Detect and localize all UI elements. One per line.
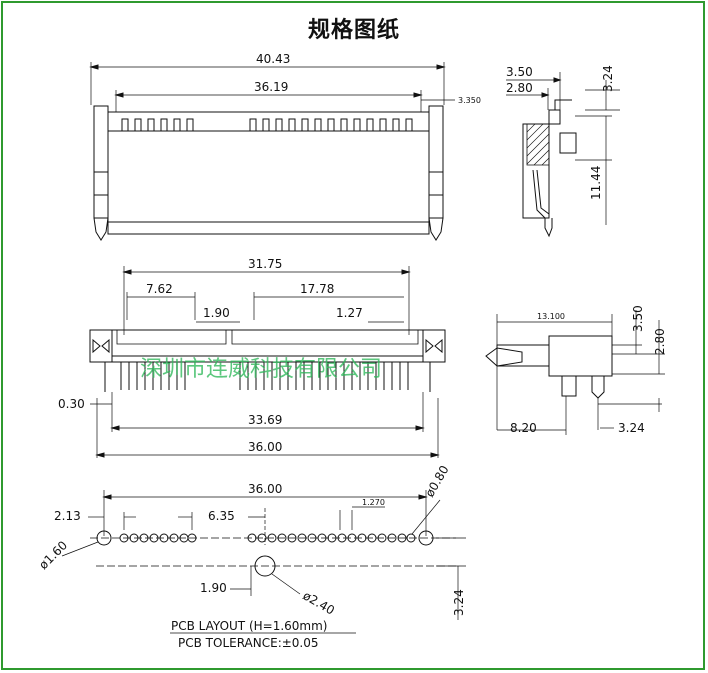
dim-36-00-a: 36.00 — [248, 440, 282, 454]
dim-0-30: 0.30 — [58, 397, 85, 411]
dim-1-270: 1.270 — [362, 498, 385, 507]
drawing-title: 规格图纸 — [307, 18, 400, 43]
company-watermark: 深圳市连威科技有限公司 — [140, 357, 382, 382]
dim-40-43: 40.43 — [256, 52, 290, 66]
dim-36-00-b: 36.00 — [248, 482, 282, 496]
dim-8-20: 8.20 — [510, 421, 537, 435]
dim-36-19: 36.19 — [254, 80, 288, 94]
dim-phi-0-80: ø0.80 — [422, 463, 451, 499]
pcb-layout-note: PCB LAYOUT (H=1.60mm) — [171, 619, 328, 633]
dim-17-78: 17.78 — [300, 282, 334, 296]
pcb-layout: 36.00 2.13 6.35 1.270 ø0.80 — [36, 463, 466, 650]
bottom-view: 31.75 7.62 17.78 1.90 1.27 — [58, 257, 446, 458]
front-view: 40.43 36.19 3.350 — [89, 52, 481, 241]
dim-3-50-a: 3.50 — [506, 65, 533, 79]
dim-1-90-pcb: 1.90 — [200, 581, 227, 595]
dim-3-350: 3.350 — [458, 96, 481, 105]
dim-2-80-a: 2.80 — [506, 81, 533, 95]
dim-3-24-pcb: 3.24 — [452, 589, 466, 616]
dim-13-100: 13.100 — [537, 312, 565, 321]
dim-7-62: 7.62 — [146, 282, 173, 296]
dim-2-13: 2.13 — [54, 509, 81, 523]
dim-2-80-b: 2.80 — [653, 328, 667, 355]
pcb-tolerance-note: PCB TOLERANCE:±0.05 — [178, 636, 319, 650]
dim-6-35: 6.35 — [208, 509, 235, 523]
dim-3-50-b: 3.50 — [631, 305, 645, 332]
dim-3-24-b: 3.24 — [618, 421, 645, 435]
dim-11-44: 11.44 — [589, 166, 603, 200]
side-view-bottom: 13.100 3.50 2.80 8.20 3.24 — [485, 305, 667, 435]
side-view-top: 3.50 2.80 3.24 11.44 — [506, 65, 620, 238]
dim-33-69: 33.69 — [248, 413, 282, 427]
dim-3-24-a: 3.24 — [601, 65, 615, 92]
dim-1-27-b: 1.27 — [336, 306, 363, 320]
dim-31-75: 31.75 — [248, 257, 282, 271]
dim-1-90-b: 1.90 — [203, 306, 230, 320]
dim-phi-2-40: ø2.40 — [301, 588, 337, 617]
